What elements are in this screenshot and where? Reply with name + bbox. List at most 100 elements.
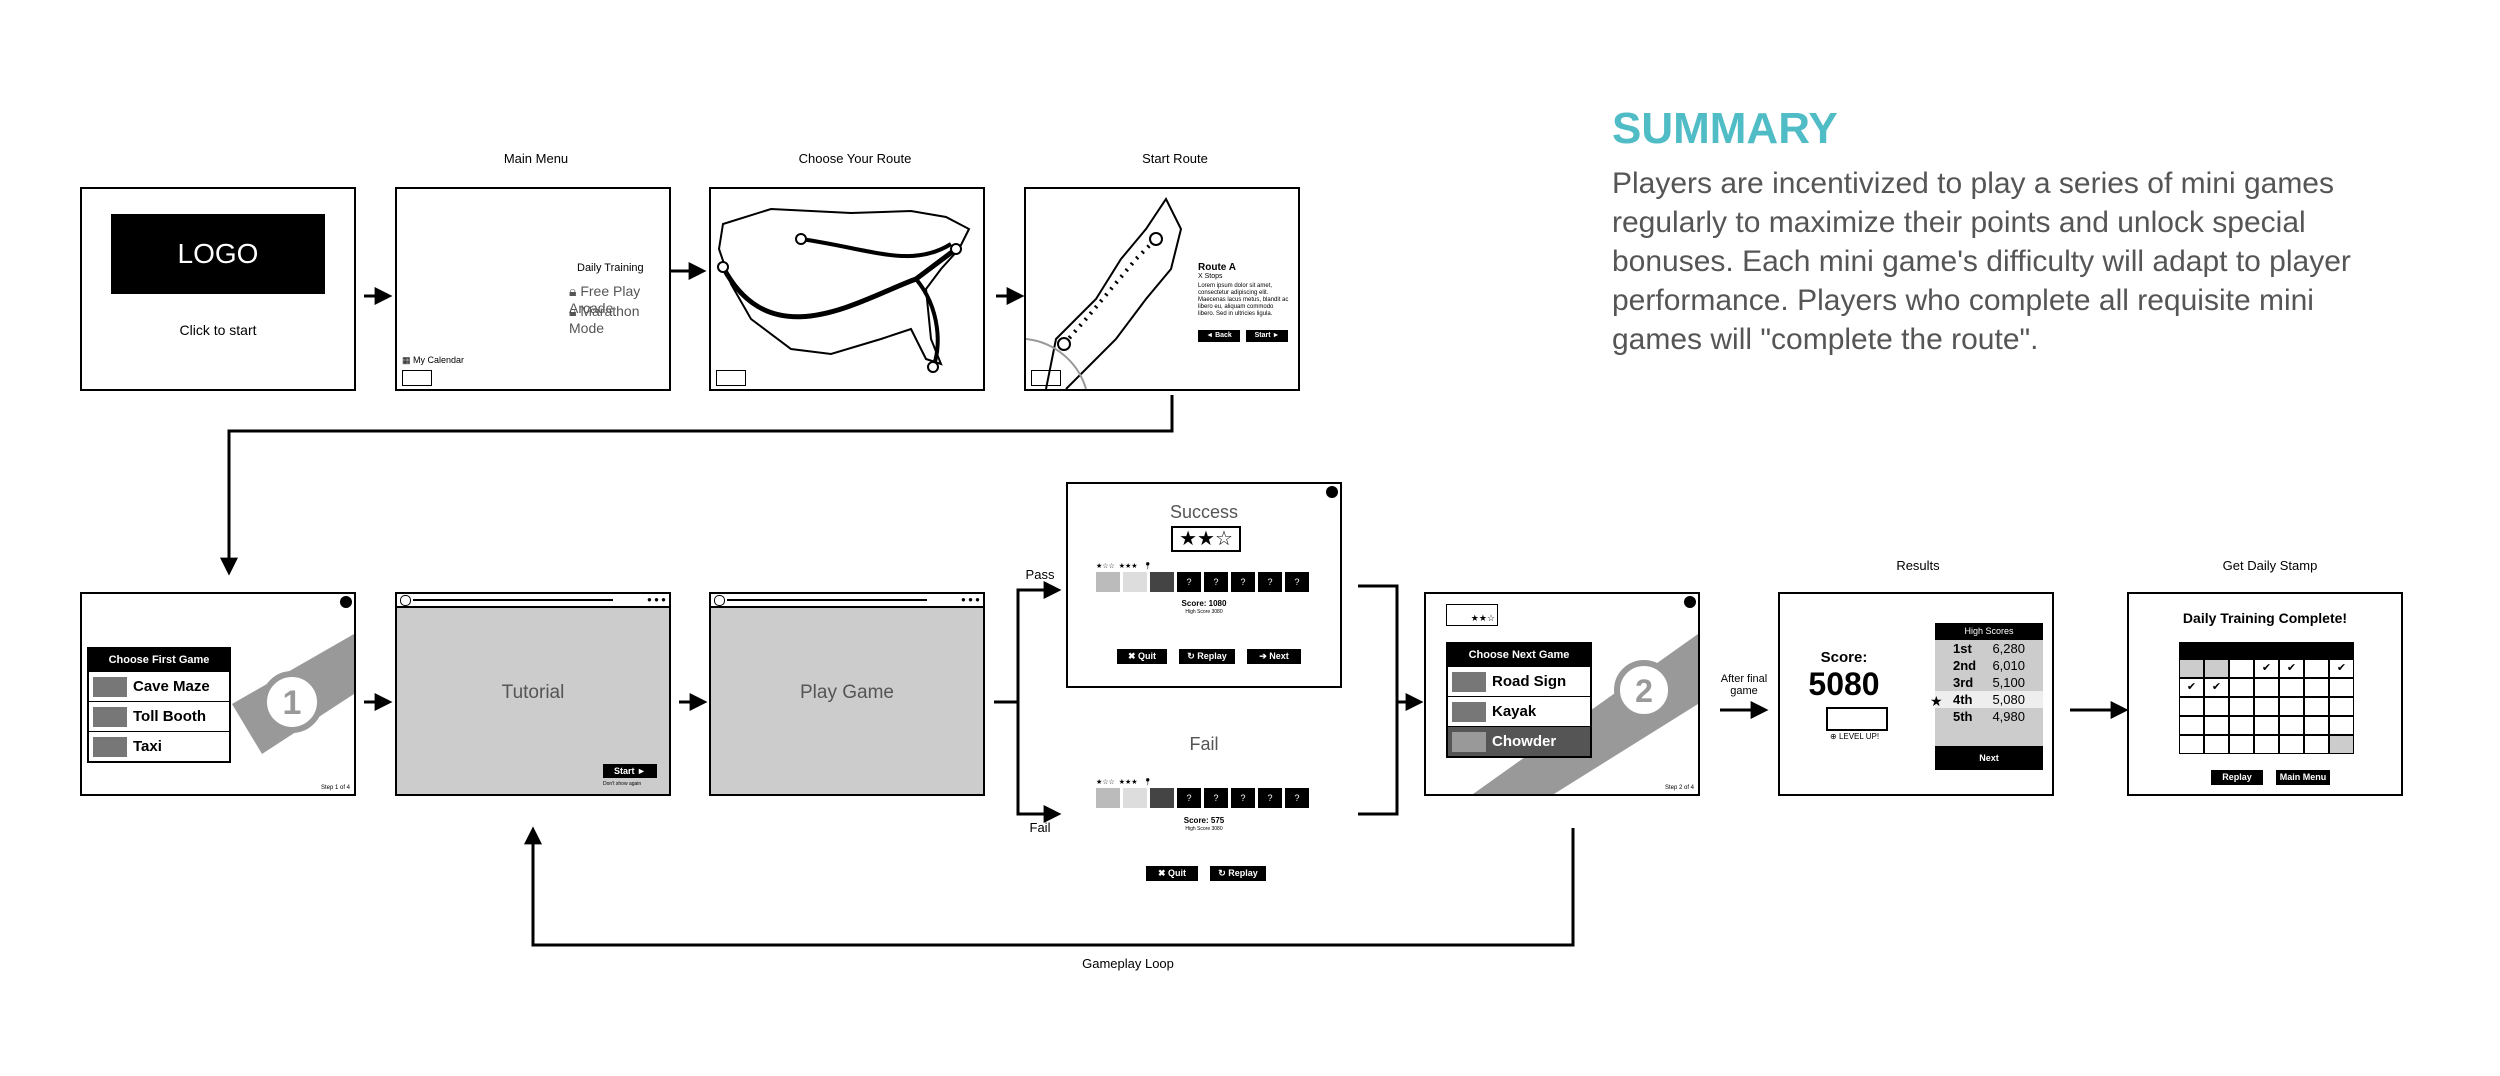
- menu-marathon-label: Marathon Mode: [569, 303, 640, 336]
- stop-cell: ?: [1285, 788, 1309, 808]
- replay-button[interactable]: ↻ Replay: [1179, 649, 1235, 664]
- calendar-day-cell: [2329, 697, 2354, 716]
- stop-cell: ?: [1177, 572, 1201, 592]
- stamp-badge-icon: [716, 370, 746, 386]
- results-next-button[interactable]: Next: [1935, 746, 2043, 770]
- stamp-check-icon: ✔: [2329, 659, 2354, 678]
- calendar-day-cell: [2279, 678, 2304, 697]
- game-name: Cave Maze: [133, 678, 210, 695]
- screen-fail: Fail ★☆☆ ★★★ 📍︎ ? ? ? ? ? Score: 575 Hig…: [1066, 730, 1342, 890]
- screen-choose-first-game: 1 Choose First Game Cave Maze Toll Booth…: [80, 592, 356, 796]
- help-pause-sound-icons[interactable]: ● ● ●: [647, 595, 666, 604]
- dont-show-again[interactable]: Don't show again: [603, 781, 642, 787]
- label-results: Results: [1896, 558, 1940, 573]
- high-score-rank: 4th: [1953, 692, 1973, 707]
- label-pass: Pass: [1025, 567, 1055, 582]
- label-gameplay-loop: Gameplay Loop: [1082, 956, 1174, 971]
- calendar-day-cell: [2279, 716, 2304, 735]
- calendar-icon: ▦: [402, 355, 411, 365]
- calendar-day-cell: [2304, 659, 2329, 678]
- calendar-day-cell: [2254, 716, 2279, 735]
- game-name: Chowder: [1492, 733, 1557, 750]
- sound-icon[interactable]: [1684, 596, 1696, 608]
- sound-icon[interactable]: [1326, 486, 1338, 498]
- click-to-start[interactable]: Click to start: [179, 322, 257, 338]
- sound-icon[interactable]: [340, 596, 352, 608]
- start-button[interactable]: Start ►: [1246, 330, 1288, 342]
- calendar-day-cell: [2279, 735, 2304, 754]
- stop-cell: [1096, 572, 1120, 592]
- tutorial-start-label: Start: [614, 766, 635, 776]
- next-game-header: Choose Next Game: [1448, 644, 1590, 666]
- screen-play-game: ● ● ● Play Game: [709, 592, 985, 796]
- menu-marathon[interactable]: 🔒︎ Marathon Mode: [569, 303, 669, 336]
- game-option[interactable]: Chowder: [1448, 726, 1590, 756]
- stamp-check-icon: ✔: [2279, 659, 2304, 678]
- calendar-day-cell: [2329, 716, 2354, 735]
- calendar-day-cell: [2204, 735, 2229, 754]
- game-option[interactable]: Taxi: [89, 731, 229, 761]
- stop-cell: ?: [1204, 572, 1228, 592]
- game-option[interactable]: Toll Booth: [89, 701, 229, 731]
- route-description: Lorem ipsum dolor sit amet, consectetur …: [1198, 283, 1289, 317]
- timer-icon: [400, 595, 411, 606]
- replay-label: Replay: [1197, 651, 1227, 661]
- label-start-route: Start Route: [1142, 151, 1208, 166]
- tutorial-start-button[interactable]: Start ►: [603, 764, 657, 778]
- game-option[interactable]: Road Sign: [1448, 666, 1590, 696]
- screen-tutorial: ● ● ● Tutorial Start ► Don't show again: [395, 592, 671, 796]
- stamp-replay-button[interactable]: Replay: [2211, 770, 2263, 785]
- stop-cell: ?: [1177, 788, 1201, 808]
- screen-choose-route: [709, 187, 985, 391]
- next-game-list: Choose Next Game Road Sign Kayak Chowder: [1446, 642, 1592, 758]
- game-thumbnail: [1452, 701, 1486, 722]
- calendar-day-cell: [2329, 678, 2354, 697]
- calendar-day-cell: [2204, 659, 2229, 678]
- stamp-badge-icon: [1031, 370, 1061, 386]
- route-name: Route A: [1198, 262, 1236, 273]
- menu-daily-training[interactable]: Daily Training: [577, 262, 644, 274]
- play-top-bar: ● ● ●: [711, 594, 983, 608]
- summary-title: SUMMARY: [1612, 104, 1838, 153]
- calendar-day-cell: [2229, 697, 2254, 716]
- game-option[interactable]: Cave Maze: [89, 671, 229, 701]
- calendar-day-cell: [2254, 697, 2279, 716]
- screen-start-route: Route A X Stops Lorem ipsum dolor sit am…: [1024, 187, 1300, 391]
- stop-cell: [1096, 788, 1120, 808]
- label-after-final-game: After final game: [1720, 673, 1768, 697]
- stamp-check-icon: ✔: [2179, 678, 2204, 697]
- help-pause-sound-icons[interactable]: ● ● ●: [961, 595, 980, 604]
- replay-button[interactable]: ↻ Replay: [1210, 866, 1266, 881]
- route-map: [1026, 197, 1183, 389]
- menu-free-play[interactable]: 🔒︎ Free Play Arcade: [569, 283, 669, 316]
- stamp-badge-icon: [402, 370, 432, 386]
- arrow-start-to-first: [220, 395, 1174, 576]
- level-badge: [1826, 707, 1888, 731]
- my-calendar-link[interactable]: ▦ My Calendar: [402, 355, 464, 366]
- arrow-play-to-success: [1016, 581, 1062, 702]
- game-option[interactable]: Kayak: [1448, 696, 1590, 726]
- calendar-day-cell: [2304, 678, 2329, 697]
- back-button[interactable]: ◄ Back: [1198, 330, 1240, 342]
- quit-label: Quit: [1168, 868, 1187, 878]
- label-main-menu: Main Menu: [503, 151, 569, 166]
- stop-cell: ?: [1231, 788, 1255, 808]
- stop-cell: ?: [1231, 572, 1255, 592]
- stamp-main-menu-button[interactable]: Main Menu: [2276, 770, 2330, 785]
- first-game-header: Choose First Game: [89, 649, 229, 671]
- step-indicator: Step 1 of 4: [320, 785, 350, 791]
- results-score: 5080: [1808, 666, 1880, 702]
- quit-button[interactable]: ✖ Quit: [1146, 866, 1198, 881]
- step-badge-number: 2: [1635, 673, 1653, 709]
- success-score: Score: 1080: [1181, 599, 1227, 608]
- stop-cell: [1150, 788, 1174, 808]
- calendar-day-cell: [2179, 735, 2204, 754]
- quit-button[interactable]: ✖ Quit: [1117, 649, 1167, 664]
- next-button[interactable]: ➔ Next: [1247, 649, 1301, 664]
